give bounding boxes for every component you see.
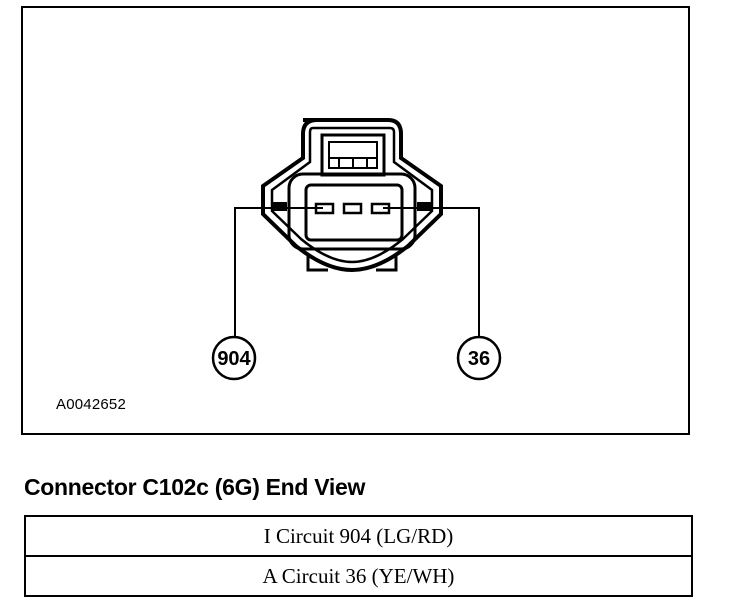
connector-cavity-inner (304, 183, 404, 242)
pin-callout-36: 36 (456, 335, 502, 381)
pin-callout-904-label: 904 (217, 348, 251, 370)
connector-housing-inner (270, 126, 434, 264)
table-cell: I Circuit 904 (LG/RD) (24, 515, 693, 557)
diagram-frame: 904 36 A0042652 (21, 6, 690, 435)
pin-callout-904: 904 (211, 335, 257, 381)
connector-cavity-outer (287, 172, 417, 251)
leader-line-904 (234, 207, 323, 338)
table-cell: A Circuit 36 (YE/WH) (24, 555, 693, 597)
table-row: A Circuit 36 (YE/WH) (24, 555, 693, 597)
table-row: I Circuit 904 (LG/RD) (24, 515, 693, 557)
figure-id: A0042652 (56, 396, 127, 413)
leader-line-36 (383, 207, 480, 338)
circuit-table: I Circuit 904 (LG/RD) A Circuit 36 (YE/W… (24, 515, 693, 597)
connector-diagram: 904 36 (211, 118, 502, 381)
pin-slot-2 (342, 202, 363, 215)
connector-housing-outer (261, 118, 443, 273)
pin-callout-36-label: 36 (468, 348, 490, 370)
page-title: Connector C102c (6G) End View (24, 474, 366, 500)
